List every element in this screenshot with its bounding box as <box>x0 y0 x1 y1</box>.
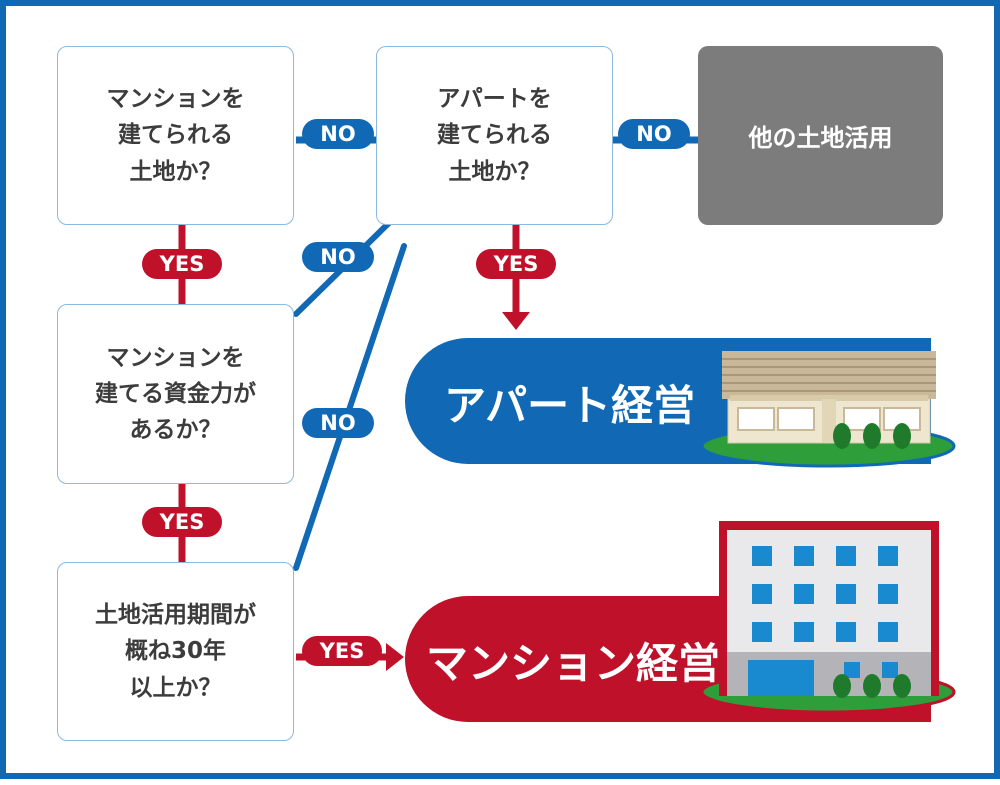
outcome-apartment-management: アパート経営 <box>444 381 696 430</box>
question-text: 土地活用期間が 概ね30年 以上か？ <box>95 602 256 701</box>
no-label-q4-q2: NO <box>302 408 374 438</box>
mansion-building-illustration <box>700 521 956 714</box>
diagram-graphics <box>168 126 956 722</box>
no-arrow-q4-q2 <box>293 243 407 571</box>
question-text: アパートを 建てられる 土地か？ <box>437 86 552 185</box>
outcome-mansion-management: マンション経営 <box>426 639 721 688</box>
yes-label-q2-apartment: YES <box>476 249 556 279</box>
question-text: マンションを 建てられる 土地か？ <box>106 86 245 185</box>
question-box-land-for-apartment: アパートを 建てられる 土地か？ <box>376 46 613 225</box>
question-box-funding-for-mansion: マンションを 建てる資金力が あるか？ <box>57 304 294 484</box>
question-text: マンションを 建てる資金力が あるか？ <box>95 344 256 444</box>
no-label-q2-other: NO <box>618 119 690 149</box>
no-label-q1-q2: NO <box>302 119 374 149</box>
yes-label-q1-q3: YES <box>142 249 222 279</box>
no-label-q3-q2: NO <box>302 242 374 272</box>
apartment-building-illustration <box>700 351 956 468</box>
yes-label-q4-mansion: YES <box>302 636 382 666</box>
question-box-land-use-period: 土地活用期間が 概ね30年 以上か？ <box>57 562 294 741</box>
outcome-box-other-land-use: 他の土地活用 <box>698 46 943 225</box>
question-box-land-for-mansion: マンションを 建てられる 土地か？ <box>57 46 294 225</box>
outcome-text: 他の土地活用 <box>748 124 893 152</box>
yes-label-q3-q4: YES <box>142 507 222 537</box>
